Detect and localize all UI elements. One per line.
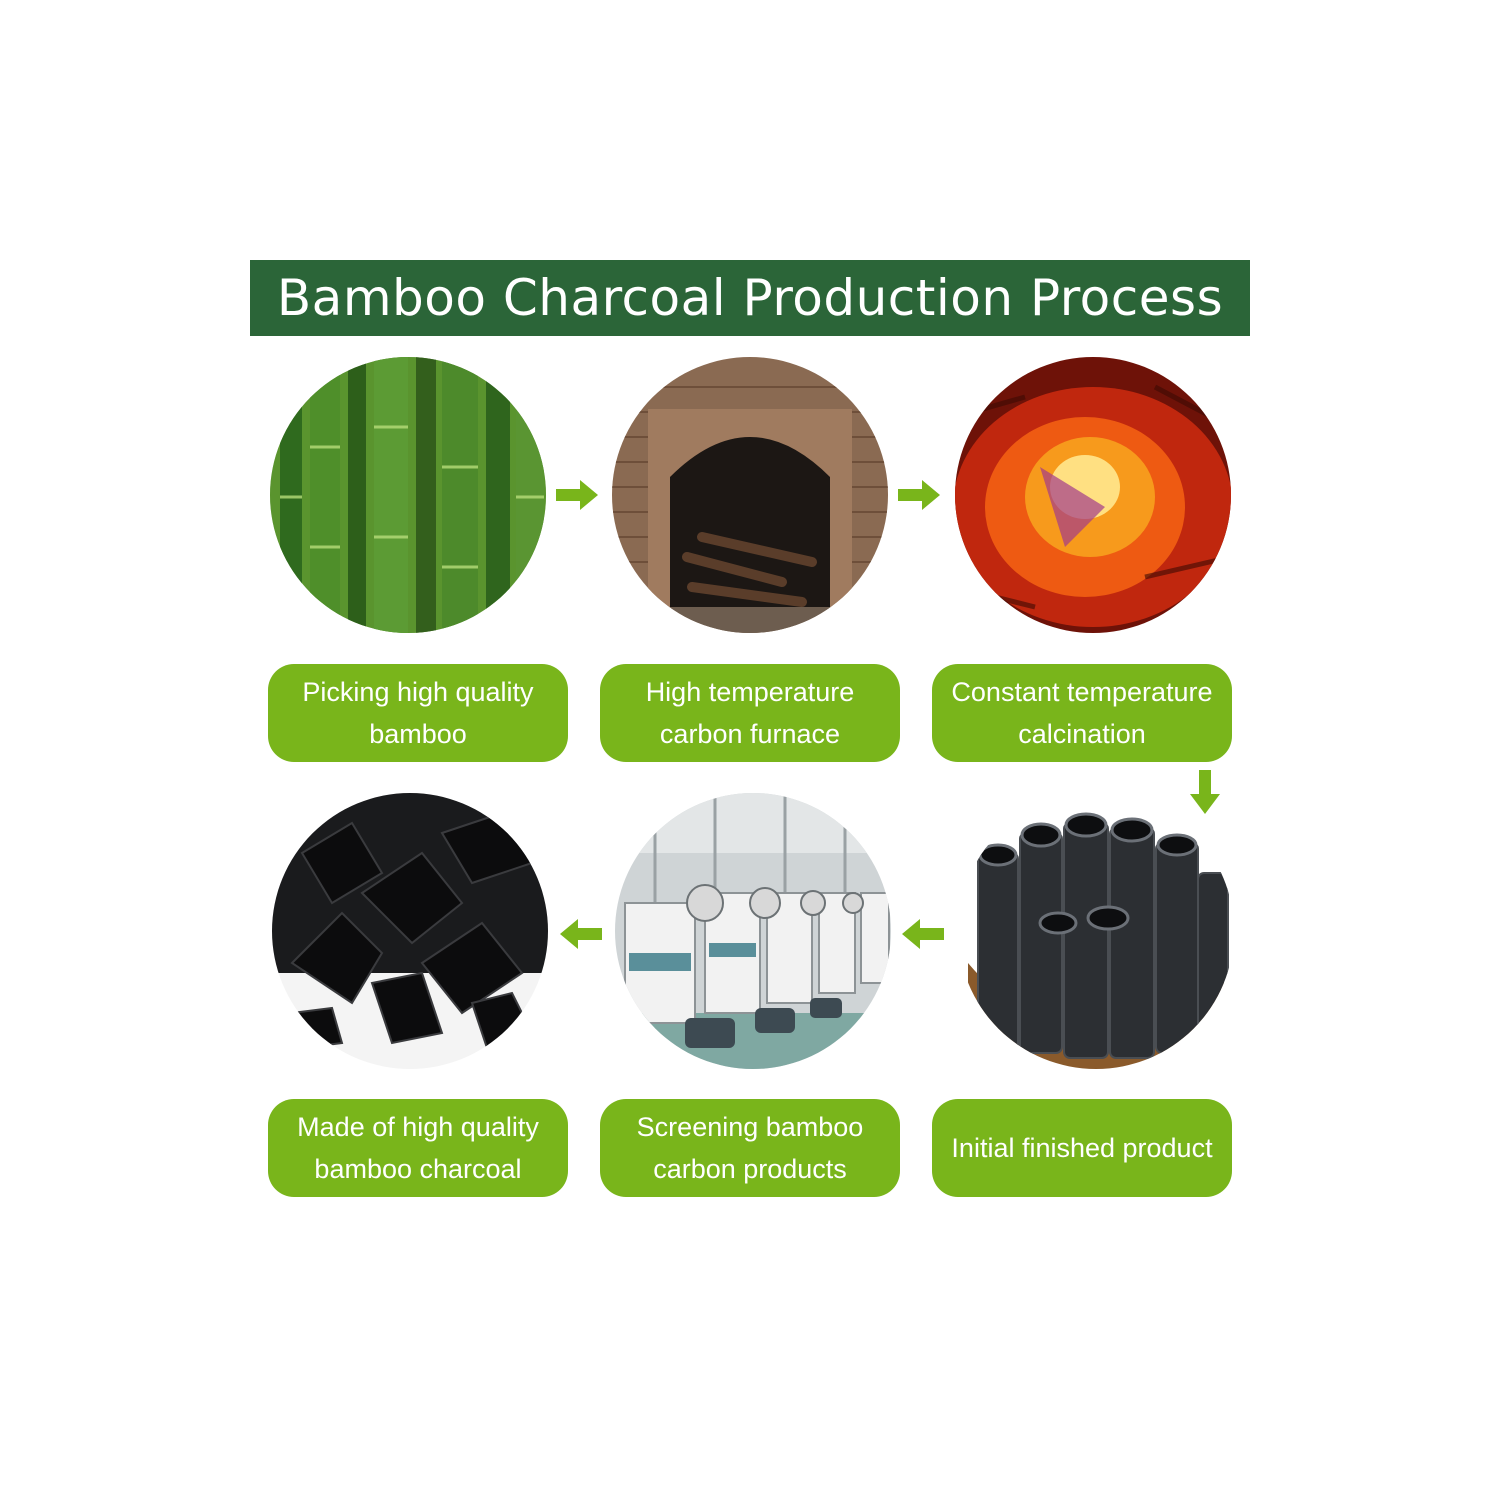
arrow-down-icon (1190, 770, 1220, 814)
step-label-screening: Screening bamboo carbon products (600, 1099, 900, 1197)
step-label-carbon-furnace: High temperature carbon furnace (600, 664, 900, 762)
title-banner: Bamboo Charcoal Production Process (250, 260, 1250, 336)
step-label-picking-bamboo: Picking high quality bamboo (268, 664, 568, 762)
label-line: Picking high quality (302, 677, 534, 707)
page-title: Bamboo Charcoal Production Process (276, 269, 1224, 327)
label-line: Initial finished product (951, 1133, 1213, 1163)
brick-kiln-image (612, 357, 888, 633)
arrow-right-icon (556, 480, 598, 510)
step-label-high-quality-charcoal: Made of high quality bamboo charcoal (268, 1099, 568, 1197)
label-line: calcination (1018, 719, 1146, 749)
label-line: bamboo (369, 719, 467, 749)
arrow-left-icon (560, 919, 602, 949)
charcoal-chunks-image (272, 793, 548, 1069)
label-line: Screening bamboo (636, 1112, 864, 1142)
charcoal-sticks-image (958, 793, 1234, 1069)
arrow-right-icon (898, 480, 940, 510)
label-line: carbon furnace (659, 719, 841, 749)
bamboo-forest-image (270, 357, 546, 633)
label-line: High temperature (645, 677, 855, 707)
label-line: Made of high quality (297, 1112, 539, 1142)
step-label-calcination: Constant temperature calcination (932, 664, 1232, 762)
arrow-left-icon (902, 919, 944, 949)
label-line: Constant temperature (951, 677, 1213, 707)
fire-image (955, 357, 1231, 633)
step-label-initial-product: Initial finished product (932, 1099, 1232, 1197)
label-line: bamboo charcoal (314, 1154, 522, 1184)
label-line: carbon products (653, 1154, 847, 1184)
factory-machines-image (615, 793, 891, 1069)
